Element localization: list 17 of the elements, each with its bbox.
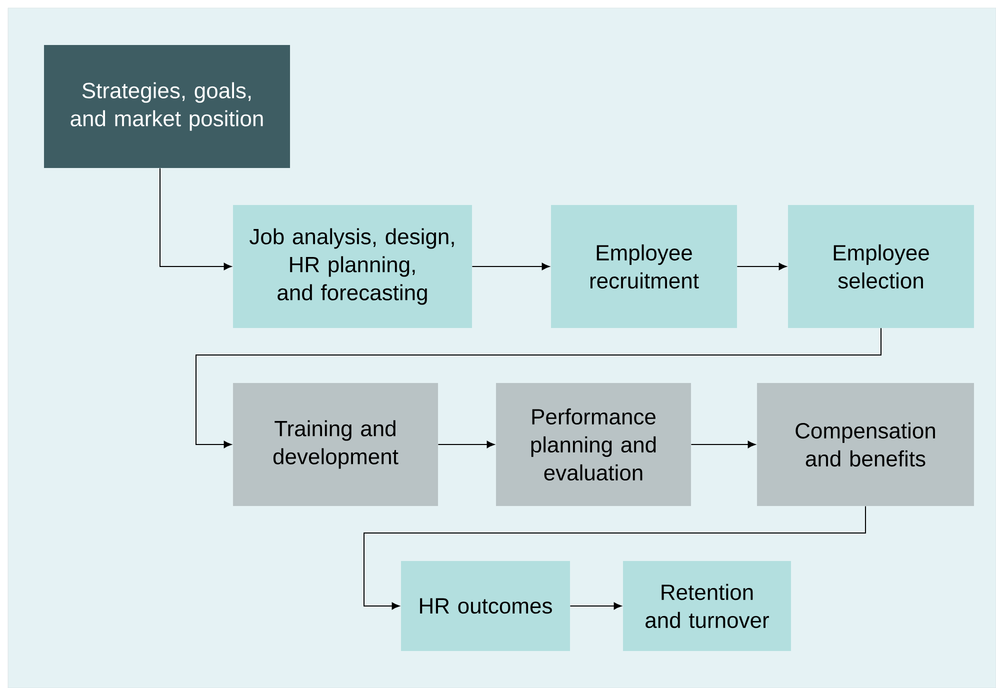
arrow (438, 440, 495, 448)
process-box: Employee recruitment (551, 205, 737, 328)
process-box: Retention and turnover (623, 560, 791, 651)
process-box: Employee selection (788, 205, 974, 328)
arrow (472, 262, 550, 270)
process-box: Performance planning and evaluation (496, 383, 691, 506)
arrow (690, 440, 756, 448)
process-box: Job analysis, design, HR planning, and forecasting (233, 205, 472, 328)
arrow (736, 262, 787, 270)
arrow (364, 506, 866, 610)
arrow (570, 602, 622, 610)
process-box: Training and development (233, 383, 438, 506)
process-box: Strategies, goals, and market position (44, 45, 290, 168)
arrow (196, 328, 882, 448)
process-box: HR outcomes (401, 560, 570, 651)
arrow (160, 168, 232, 270)
process-box: Compensation and benefits (757, 383, 974, 506)
